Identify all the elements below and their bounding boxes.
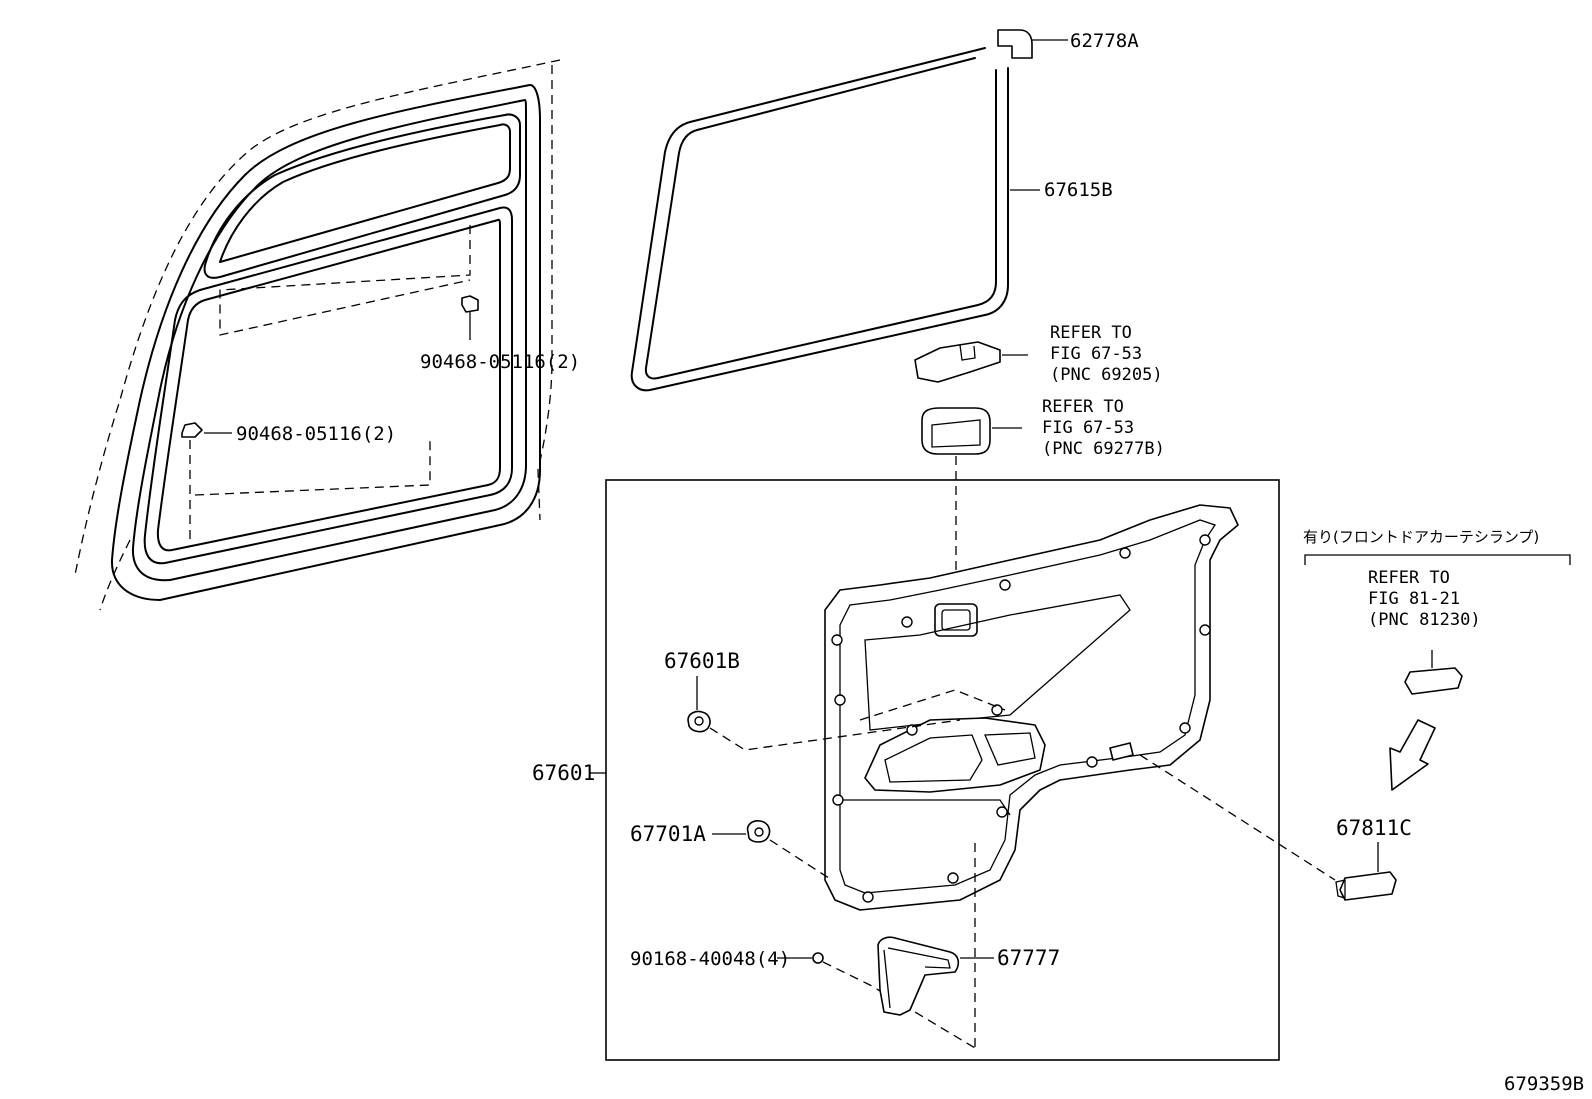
clip-67601b: [687, 676, 1006, 751]
courtesy-lamp-ref: [1404, 650, 1463, 695]
label-clip-lower: 90468-05116(2): [236, 423, 397, 445]
label-67811c: 67811C: [1336, 816, 1412, 840]
door-pocket: [877, 936, 994, 1016]
weatherstrip-corner-piece: [997, 29, 1068, 59]
courtesy-lamp: [1139, 754, 1397, 901]
label-screw: 90168-40048(4): [630, 948, 791, 970]
label-67615b: 67615B: [1044, 179, 1113, 201]
ref-bezel-line2: FIG 67-53: [1042, 418, 1135, 438]
weatherstrip: [630, 47, 1040, 392]
lamp-option-bracket: [1304, 554, 1571, 565]
door-clip-upper: [461, 295, 479, 340]
ref-bezel-line1: REFER TO: [1042, 397, 1124, 417]
handle-bezel: [921, 407, 1022, 455]
ref-handle-line2: FIG 67-53: [1050, 344, 1143, 364]
label-67777: 67777: [997, 946, 1061, 970]
ref-bezel: REFER TO FIG 67-53 (PNC 69277B): [1042, 397, 1165, 460]
door-clip-lower: [181, 422, 232, 438]
door-trim-board: [824, 504, 1239, 911]
figure-id: 679359B: [1504, 1073, 1585, 1095]
option-note: 有り(フロントドアカーテシランプ): [1303, 528, 1540, 546]
ref-handle-line3: (PNC 69205): [1050, 365, 1163, 385]
trim-board-group-box: [605, 479, 1280, 1061]
ref-bezel-line3: (PNC 69277B): [1042, 439, 1165, 459]
label-62778a: 62778A: [1070, 30, 1139, 52]
inside-handle: [914, 341, 1028, 383]
direction-arrow-icon: [1389, 719, 1436, 791]
ref-handle: REFER TO FIG 67-53 (PNC 69205): [1050, 323, 1163, 386]
trim-clip-holes: [831, 534, 1211, 903]
ref-lamp-line3: (PNC 81230): [1368, 610, 1481, 630]
label-67701a: 67701A: [630, 822, 706, 846]
door-frame: [74, 59, 561, 611]
ref-lamp-line1: REFER TO: [1368, 568, 1450, 588]
label-67601b: 67601B: [664, 649, 740, 673]
ref-lamp-line2: FIG 81-21: [1368, 589, 1461, 609]
label-67601: 67601: [532, 761, 596, 785]
ref-lamp: REFER TO FIG 81-21 (PNC 81230): [1368, 568, 1481, 631]
label-clip-upper: 90468-05116(2): [420, 351, 581, 373]
clip-67701a: [712, 820, 833, 881]
ref-handle-line1: REFER TO: [1050, 323, 1132, 343]
screw: [777, 952, 976, 1049]
